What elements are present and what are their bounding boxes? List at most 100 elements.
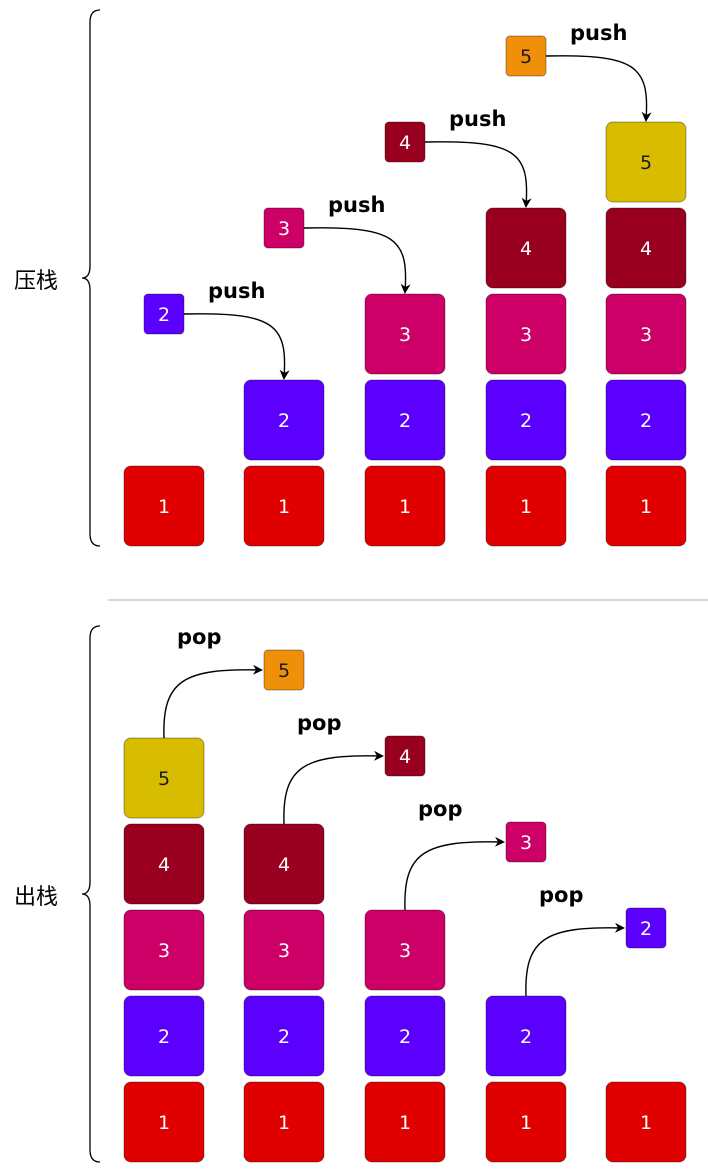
push-incoming-block-2-value: 2 [158,304,170,326]
push-stack-3-block-3-value: 3 [399,324,411,346]
pop-outgoing-block-5: 5 [263,649,305,691]
push-arrows: 2 push 3 push 4 push 5 push [143,21,652,380]
pop-section-brace [81,625,101,1163]
pop-stack-3-block-1-box [364,1081,446,1163]
pop-stack-1-block-1: 1 [123,1081,205,1163]
pop-stack-1-block-5: 5 [123,737,205,819]
push-stack-3-block-1: 1 [364,465,446,547]
push-incoming-block-5: 5 [505,35,547,77]
pop-stack-5-block-1: 1 [605,1081,687,1163]
pop-stack-3-block-2: 2 [364,995,446,1077]
pop-stack-1-block-1-value: 1 [158,1112,170,1134]
push-stack-4-block-1: 1 [485,465,567,547]
push-incoming-block-4: 4 [384,121,426,163]
pop-stack-2-block-3-value: 3 [278,940,290,962]
push-stack-3-block-2-value: 2 [399,410,411,432]
push-arrow-4 [424,141,532,208]
push-incoming-block-3-value: 3 [278,218,290,240]
push-section-brace [81,9,101,547]
pop-stack-1-block-5-value: 5 [158,768,170,790]
pop-stack-2-block-1-box [243,1081,325,1163]
push-stack-4-block-4-box [485,207,567,289]
push-stacks: 1 1 2 1 2 3 1 2 3 4 1 2 3 4 5 [123,121,687,547]
pop-stack-2-block-3-box [243,909,325,991]
pop-stack-2-block-2-value: 2 [278,1026,290,1048]
push-stack-5-block-2-box [605,379,687,461]
pop-stack-2-block-1-value: 1 [278,1112,290,1134]
push-label-4: push [449,107,506,131]
pop-arrow-3 [404,836,505,911]
pop-stacks: 1 2 3 4 5 1 2 3 4 1 2 3 1 2 1 [123,737,687,1163]
pop-stack-3-block-2-value: 2 [399,1026,411,1048]
push-stack-3-block-3: 3 [364,293,446,375]
push-stack-4-block-3-box [485,293,567,375]
push-stack-1-block-1-box [123,465,205,547]
pop-stack-1-block-3-value: 3 [158,940,170,962]
pop-stack-2-block-1: 1 [243,1081,325,1163]
push-label-3: push [328,193,385,217]
push-stack-5-block-1-box [605,465,687,547]
pop-stack-2-block-3: 3 [243,909,325,991]
pop-stack-4-block-2-value: 2 [520,1026,532,1048]
push-stack-4-block-2-value: 2 [520,410,532,432]
pop-outgoing-block-3-value: 3 [520,832,532,854]
push-label-5: push [570,21,627,45]
pop-stack-5-block-1-value: 1 [640,1112,652,1134]
push-stack-3-block-2: 2 [364,379,446,461]
push-stack-4-block-4-value: 4 [520,238,532,260]
push-stack-1-block-1: 1 [123,465,205,547]
pop-arrow-5 [163,664,263,739]
pop-stack-2-block-2-box [243,995,325,1077]
pop-stack-1-block-2-box [123,995,205,1077]
pop-section-label: 出栈 [14,885,58,910]
pop-outgoing-block-3-box [505,821,547,863]
pop-stack-4-block-2: 2 [485,995,567,1077]
pop-stack-1-block-1-box [123,1081,205,1163]
push-stack-5-block-2: 2 [605,379,687,461]
push-arrow-5 [545,55,652,122]
push-stack-4-block-2: 2 [485,379,567,461]
push-incoming-block-4-value: 4 [399,132,411,154]
push-stack-5-block-2-value: 2 [640,410,652,432]
push-stack-5-block-5-value: 5 [640,152,652,174]
pop-outgoing-block-2-box [625,907,667,949]
push-stack-4-block-1-value: 1 [520,496,532,518]
pop-outgoing-block-2-value: 2 [640,918,652,940]
push-stack-5-block-3-box [605,293,687,375]
push-stack-2-block-2: 2 [243,379,325,461]
push-stack-3-block-1-value: 1 [399,496,411,518]
push-stack-2-block-1-box [243,465,325,547]
pop-arrow-2 [525,922,625,997]
pop-stack-4-block-1-value: 1 [520,1112,532,1134]
pop-stack-1-block-4-value: 4 [158,854,170,876]
push-stack-4-block-1-box [485,465,567,547]
pop-stack-2-block-4-value: 4 [278,854,290,876]
push-stack-5-block-4: 4 [605,207,687,289]
push-stack-1-block-1-value: 1 [158,496,170,518]
pop-label-3: pop [418,797,463,821]
push-label-2: push [208,279,265,303]
pop-label-2: pop [539,883,584,907]
pop-stack-1-block-4-box [123,823,205,905]
push-stack-3-block-1-box [364,465,446,547]
push-stack-4-block-3-value: 3 [520,324,532,346]
push-stack-2-block-1: 1 [243,465,325,547]
pop-outgoing-block-4-value: 4 [399,746,411,768]
push-incoming-block-2: 2 [143,293,185,335]
pop-stack-4-block-1-box [485,1081,567,1163]
pop-outgoing-block-4: 4 [384,735,426,777]
push-stack-2-block-2-value: 2 [278,410,290,432]
push-stack-2-block-1-value: 1 [278,496,290,518]
push-stack-4-block-3: 3 [485,293,567,375]
push-stack-5-block-1: 1 [605,465,687,547]
pop-outgoing-block-5-value: 5 [278,660,290,682]
pop-label-4: pop [297,711,342,735]
push-stack-5-block-1-value: 1 [640,496,652,518]
pop-stack-3-block-1: 1 [364,1081,446,1163]
pop-stack-1-block-4: 4 [123,823,205,905]
pop-stack-4-block-1: 1 [485,1081,567,1163]
pop-stack-3-block-2-box [364,995,446,1077]
